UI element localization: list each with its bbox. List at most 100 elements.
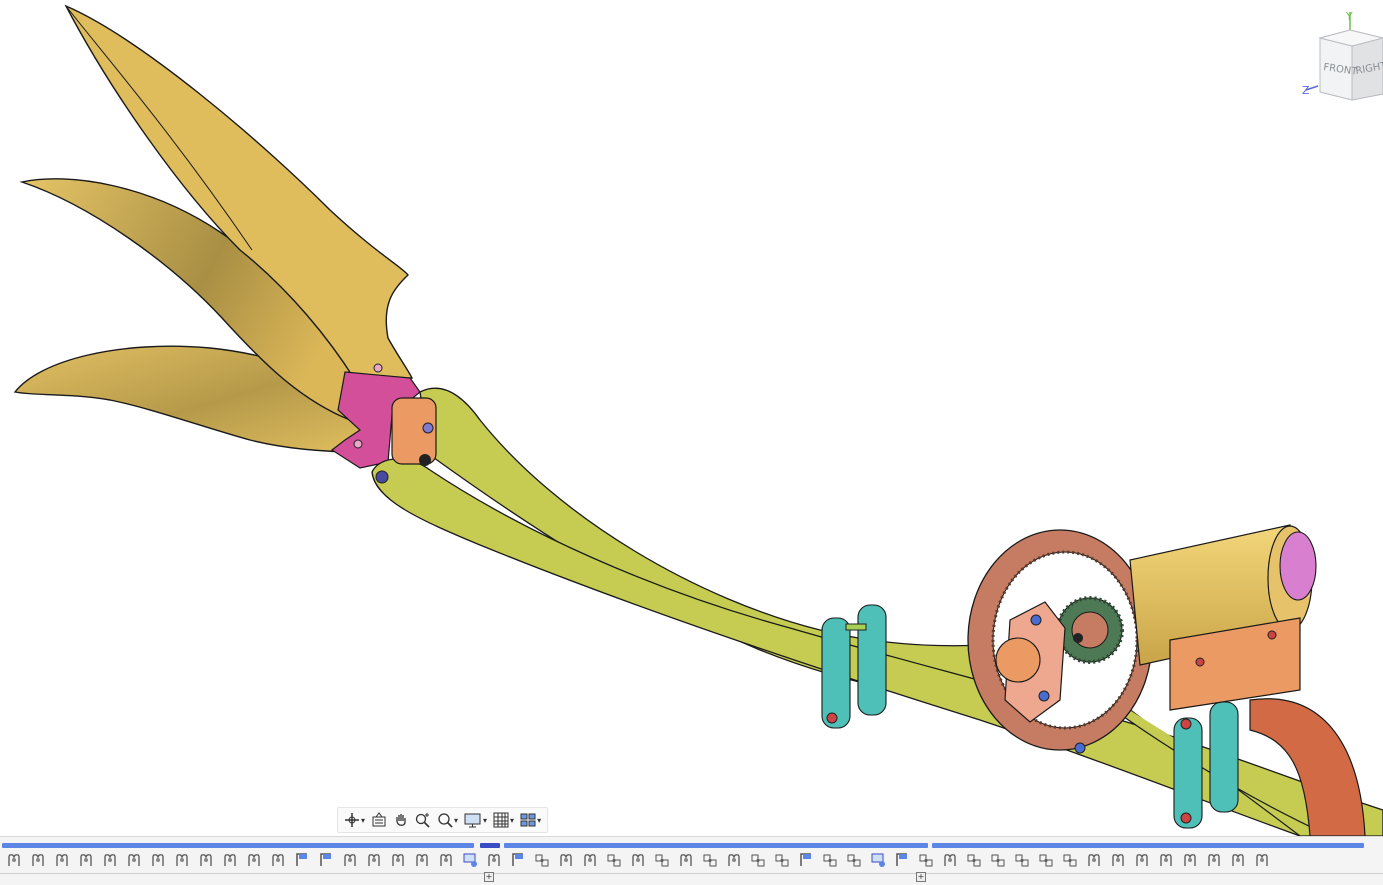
- display-settings-tool[interactable]: ▾: [462, 810, 489, 830]
- assembly-model[interactable]: [0, 0, 1383, 836]
- rigid-group-feature-icon: [703, 854, 717, 867]
- timeline-feature[interactable]: [530, 850, 554, 870]
- timeline-feature[interactable]: [698, 850, 722, 870]
- timeline-feature[interactable]: [266, 850, 290, 870]
- 3d-viewport[interactable]: Y Z FRONT RIGHT: [0, 0, 1383, 836]
- timeline-feature[interactable]: [50, 850, 74, 870]
- joint-feature-icon: [1232, 854, 1244, 866]
- timeline-feature[interactable]: [1058, 850, 1082, 870]
- rigid-group-feature-icon: [775, 854, 789, 867]
- rigid-group-feature-icon: [919, 854, 933, 867]
- viewports-tool[interactable]: ▾: [518, 810, 543, 830]
- timeline-feature[interactable]: [794, 850, 818, 870]
- timeline-feature[interactable]: [290, 850, 314, 870]
- chevron-down-icon: ▾: [361, 815, 366, 825]
- display-icon: [464, 813, 481, 828]
- expand-group-icon[interactable]: +: [484, 872, 494, 882]
- timeline-feature[interactable]: [1010, 850, 1034, 870]
- timeline-feature[interactable]: [626, 850, 650, 870]
- look-at-tool[interactable]: [369, 810, 389, 830]
- timeline-feature[interactable]: [458, 850, 482, 870]
- rigid-group-feature-icon: [991, 854, 1005, 867]
- joint-feature-icon: [80, 854, 92, 866]
- joint-feature-icon: [1088, 854, 1100, 866]
- timeline-feature[interactable]: [386, 850, 410, 870]
- timeline-feature[interactable]: [434, 850, 458, 870]
- rigid-group-feature-icon: [655, 854, 669, 867]
- rigid-group-feature-icon: [1039, 854, 1053, 867]
- timeline-feature[interactable]: [986, 850, 1010, 870]
- timeline-feature[interactable]: [314, 850, 338, 870]
- rigid-group-feature-icon: [535, 854, 549, 867]
- joint-feature-icon: [440, 854, 452, 866]
- timeline-feature[interactable]: [26, 850, 50, 870]
- timeline-feature[interactable]: [1202, 850, 1226, 870]
- timeline-group-bar: [932, 843, 1364, 848]
- timeline-feature[interactable]: [650, 850, 674, 870]
- timeline-feature[interactable]: [218, 850, 242, 870]
- timeline-feature[interactable]: [746, 850, 770, 870]
- timeline-feature[interactable]: [2, 850, 26, 870]
- timeline-feature[interactable]: [1154, 850, 1178, 870]
- timeline-feature[interactable]: [362, 850, 386, 870]
- joint-feature-icon: [680, 854, 692, 866]
- joint-feature-icon: [176, 854, 188, 866]
- pan-tool[interactable]: [391, 810, 411, 830]
- timeline-feature[interactable]: [1250, 850, 1274, 870]
- look-at-icon: [372, 812, 386, 827]
- timeline-feature[interactable]: [1226, 850, 1250, 870]
- timeline-feature[interactable]: [1106, 850, 1130, 870]
- rigid-group-feature-icon: [751, 854, 765, 867]
- timeline-feature[interactable]: [338, 850, 362, 870]
- joint-feature-icon: [1136, 854, 1148, 866]
- timeline-group-bar: [504, 843, 928, 848]
- timeline-feature[interactable]: [1082, 850, 1106, 870]
- timeline-feature[interactable]: [1178, 850, 1202, 870]
- axis-y-label: Y: [1345, 10, 1353, 23]
- timeline-feature[interactable]: [938, 850, 962, 870]
- timeline-feature[interactable]: [410, 850, 434, 870]
- chevron-down-icon: ▾: [483, 815, 488, 825]
- joint-feature-icon: [560, 854, 572, 866]
- rigid-group-feature-icon: [1015, 854, 1029, 867]
- expand-group-icon[interactable]: +: [916, 872, 926, 882]
- timeline-feature[interactable]: [1034, 850, 1058, 870]
- timeline-feature[interactable]: [506, 850, 530, 870]
- timeline-feature[interactable]: [554, 850, 578, 870]
- timeline-feature[interactable]: [170, 850, 194, 870]
- joint-feature-icon: [1184, 854, 1196, 866]
- joint-feature-icon: [152, 854, 164, 866]
- timeline-feature[interactable]: [1130, 850, 1154, 870]
- timeline-feature[interactable]: [482, 850, 506, 870]
- joint-feature-icon: [200, 854, 212, 866]
- view-cube[interactable]: Y Z FRONT RIGHT: [1300, 8, 1383, 108]
- timeline-feature[interactable]: [602, 850, 626, 870]
- timeline-feature[interactable]: [578, 850, 602, 870]
- timeline-feature[interactable]: [962, 850, 986, 870]
- timeline-feature[interactable]: [770, 850, 794, 870]
- pan-hand-icon: [396, 814, 406, 826]
- timeline-feature[interactable]: [674, 850, 698, 870]
- fit-tool[interactable]: ▾: [435, 810, 460, 830]
- axis-z-label: Z: [1302, 84, 1310, 97]
- timeline-feature[interactable]: [722, 850, 746, 870]
- timeline-feature[interactable]: [914, 850, 938, 870]
- timeline-feature[interactable]: [146, 850, 170, 870]
- orbit-icon: [345, 813, 359, 827]
- orbit-tool[interactable]: ▾: [342, 810, 367, 830]
- timeline-feature[interactable]: [818, 850, 842, 870]
- timeline-feature[interactable]: [122, 850, 146, 870]
- timeline-feature[interactable]: [242, 850, 266, 870]
- chevron-down-icon: ▾: [510, 815, 515, 825]
- timeline-feature[interactable]: [98, 850, 122, 870]
- zoom-icon: [415, 813, 430, 828]
- timeline-feature[interactable]: [74, 850, 98, 870]
- joint-feature-icon: [272, 854, 284, 866]
- joint-feature-icon: [488, 854, 500, 866]
- zoom-tool[interactable]: [413, 810, 433, 830]
- timeline-feature[interactable]: [194, 850, 218, 870]
- grid-snap-tool[interactable]: ▾: [491, 810, 516, 830]
- timeline-feature[interactable]: [890, 850, 914, 870]
- timeline-feature[interactable]: [842, 850, 866, 870]
- timeline-feature[interactable]: [866, 850, 890, 870]
